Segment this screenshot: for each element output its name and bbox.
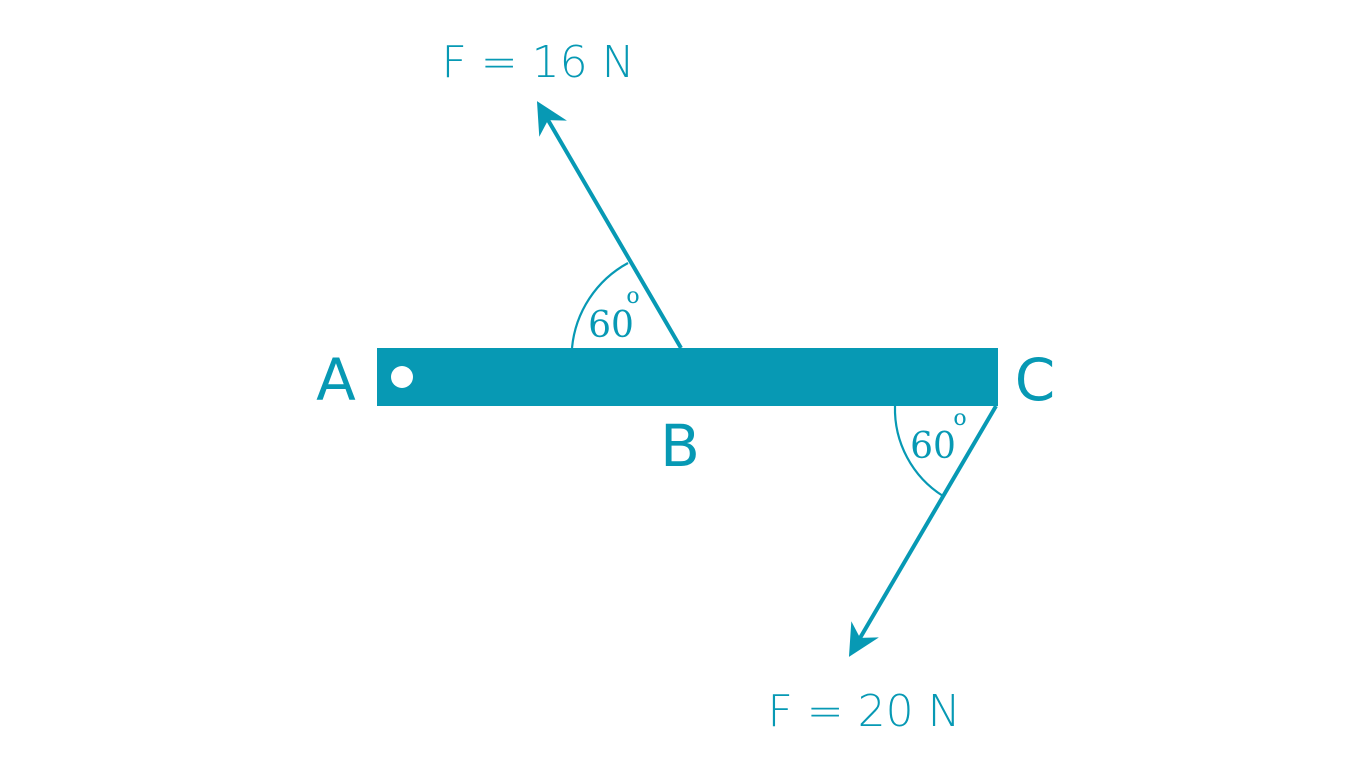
angle-arc-top (570, 262, 629, 349)
beam (377, 348, 998, 406)
angle-label-top: 60 (588, 305, 634, 346)
pivot-pin (391, 366, 413, 388)
force-arrow-bottom (848, 404, 998, 657)
force-arrow-top (536, 101, 683, 350)
angle-degree-top: o (626, 284, 639, 309)
point-label-b: B (660, 412, 700, 480)
force-label-bottom: F = 20 N (767, 686, 960, 737)
angle-arc-bottom (893, 405, 944, 497)
point-label-c: C (1015, 346, 1056, 414)
angle-label-bottom: 60 (910, 426, 956, 467)
force-label-top: F = 16 N (441, 37, 634, 88)
angle-degree-bottom: o (953, 406, 966, 431)
point-label-a: A (316, 346, 356, 414)
